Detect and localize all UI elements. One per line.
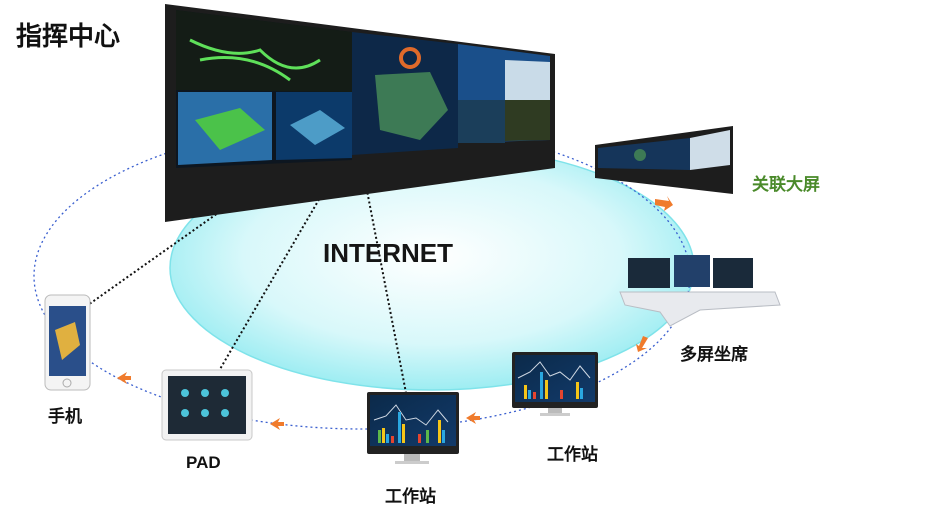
workstation-2-monitor [367, 392, 459, 464]
internet-label: INTERNET [323, 238, 453, 268]
linked-screen-wall [595, 126, 733, 194]
pad-device [161, 369, 253, 441]
pad-label: PAD [186, 453, 221, 472]
workstation-1-label: 工作站 [547, 445, 598, 465]
wall-links [87, 171, 407, 394]
linked-screen-label: 关联大屏 [752, 175, 820, 195]
multi-screen-console [619, 255, 781, 327]
workstation-2-label: 工作站 [385, 487, 436, 507]
video-wall [165, 4, 555, 222]
phone-label: 手机 [48, 407, 82, 427]
phone-device [44, 294, 91, 391]
workstation-1-monitor [512, 352, 598, 416]
page-title: 指挥中心 [16, 22, 121, 52]
multi-screen-seat-label: 多屏坐席 [680, 345, 748, 365]
flow-arrows [117, 196, 673, 430]
